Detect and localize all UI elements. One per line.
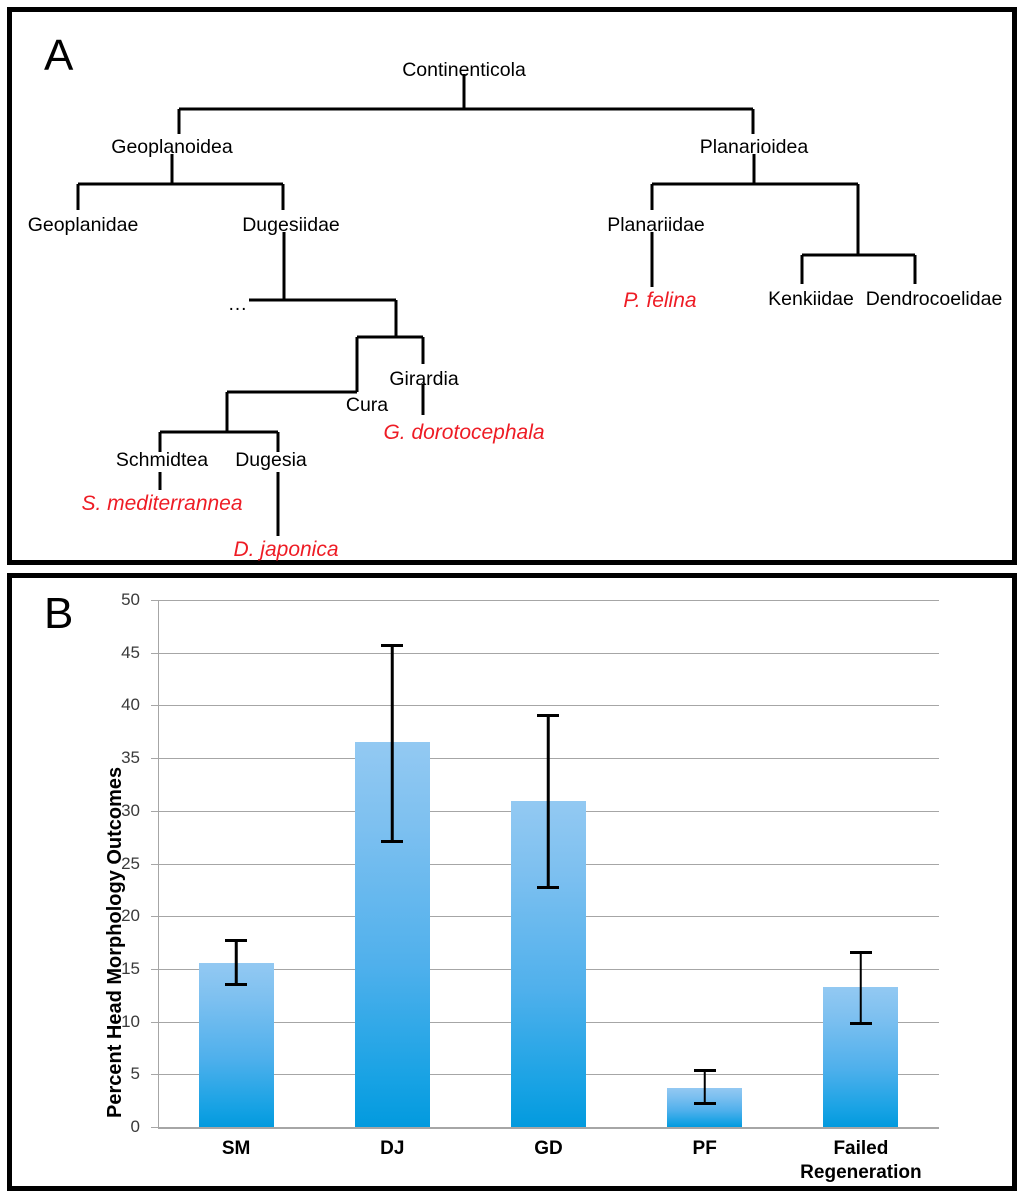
clado-node-continenticola: Continenticola [402, 59, 526, 81]
clado-node-dendrocoelidae: Dendrocoelidae [865, 288, 1003, 310]
error-bar [547, 713, 550, 886]
y-axis-tick [151, 864, 158, 865]
clado-node-dugesia: Dugesia [235, 449, 307, 471]
y-axis-tick [151, 916, 158, 917]
y-axis-tick [151, 653, 158, 654]
error-cap-upper [381, 644, 404, 648]
y-axis-tick [151, 705, 158, 706]
bar-group [314, 600, 470, 1129]
error-bar [703, 1069, 706, 1102]
bar-group [627, 600, 783, 1129]
clado-species-g-dorotocephala: G. dorotocephala [383, 421, 545, 444]
y-axis-tick [151, 1127, 158, 1128]
panel-a-letter: A [44, 31, 74, 80]
clado-node-cura: Cura [345, 394, 389, 416]
panel-b-letter: B [44, 589, 74, 638]
error-cap-upper [225, 939, 248, 943]
error-bar [391, 644, 394, 841]
y-axis-tick-label: 0 [130, 1117, 140, 1136]
y-axis-tick [151, 758, 158, 759]
x-axis-category-label: PF [692, 1138, 717, 1159]
clado-species-p-felina: P. felina [623, 289, 697, 312]
error-cap-upper [537, 713, 560, 717]
error-cap-upper [849, 950, 872, 954]
y-axis-tick-label: 20 [121, 906, 140, 925]
error-cap-lower [849, 1021, 872, 1025]
clado-node-geoplanidae: Geoplanidae [27, 214, 139, 236]
y-axis-line [158, 600, 159, 1128]
y-axis-tick [151, 600, 158, 601]
clado-node-planariidae: Planariidae [607, 214, 705, 236]
bar-group [783, 600, 939, 1129]
clado-species-s-mediterrannea: S. mediterrannea [81, 492, 243, 515]
clado-node-dugesiidae: Dugesiidae [242, 214, 340, 236]
y-axis-tick [151, 969, 158, 970]
error-cap-upper [693, 1069, 716, 1073]
panel-a-cladogram: A [7, 7, 1017, 565]
gridline [158, 705, 939, 706]
gridline [158, 653, 939, 654]
clado-node-ellipsis: ... [228, 294, 248, 315]
y-axis-tick-label: 25 [121, 854, 140, 873]
y-axis-tick [151, 1022, 158, 1023]
clado-node-girardia: Girardia [389, 368, 459, 390]
clado-node-kenkiidae: Kenkiidae [768, 288, 854, 310]
clado-node-planarioidea: Planarioidea [699, 136, 809, 158]
bar-group [158, 600, 314, 1129]
error-cap-lower [225, 982, 248, 986]
y-axis-tick-label: 15 [121, 959, 140, 978]
error-cap-lower [537, 885, 560, 889]
y-axis-tick-label: 50 [121, 590, 140, 609]
y-axis-tick-label: 35 [121, 748, 140, 767]
clado-node-schmidtea: Schmidtea [115, 449, 209, 471]
gridline [158, 600, 939, 601]
y-axis-tick-label: 5 [130, 1064, 140, 1083]
error-cap-lower [381, 840, 404, 844]
clado-node-geoplanoidea: Geoplanoidea [111, 136, 233, 158]
bar [198, 962, 274, 1127]
y-axis-tick-label: 30 [121, 801, 140, 820]
y-axis-tick-label: 45 [121, 643, 140, 662]
error-bar [859, 950, 863, 1022]
y-axis-tick-label: 10 [121, 1012, 140, 1031]
x-axis-category-label: SM [221, 1138, 251, 1159]
clado-species-d-japonica: D. japonica [233, 538, 339, 561]
x-axis-line [158, 1127, 939, 1129]
bar-group [470, 600, 626, 1129]
y-axis-tick [151, 811, 158, 812]
error-cap-lower [693, 1101, 716, 1105]
y-axis-tick-label: 40 [121, 695, 140, 714]
x-axis-category-label: DJ [380, 1138, 405, 1159]
error-bar [234, 939, 238, 983]
y-axis-tick [151, 1074, 158, 1075]
cladogram-branches [76, 74, 917, 536]
x-axis-category-label: GD [534, 1138, 563, 1159]
